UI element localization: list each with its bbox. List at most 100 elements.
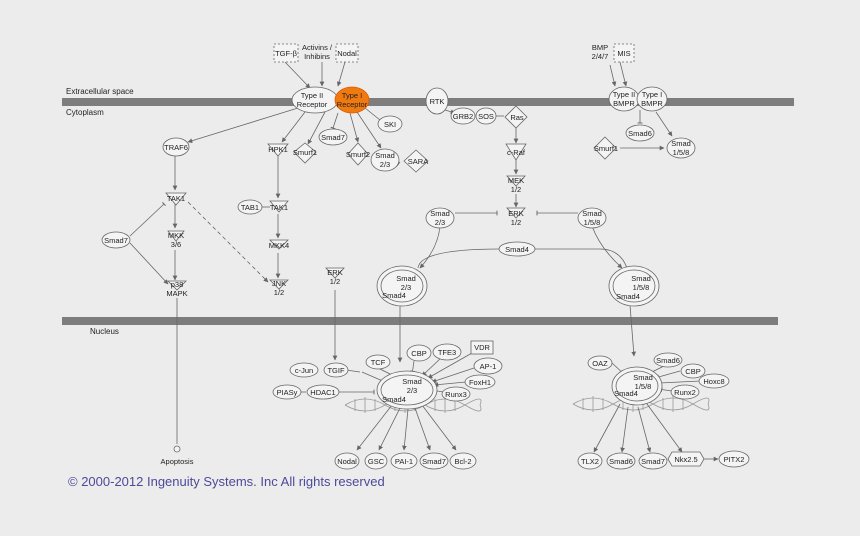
smad7-target-node[interactable] — [419, 452, 449, 470]
nuclear-membrane — [62, 317, 778, 325]
mkk36-label-1: MKK — [168, 231, 184, 240]
apoptosis-label: Apoptosis — [161, 457, 194, 466]
smad158-mid-node[interactable] — [577, 207, 607, 229]
cjun-node[interactable] — [289, 362, 319, 378]
pathway-nodes — [101, 43, 750, 470]
smurf2-node[interactable] — [347, 142, 369, 166]
nucleus-left-label-3: Smad4 — [382, 395, 406, 404]
smurf1-mid-node[interactable] — [293, 142, 317, 164]
smad7-target-label: Smad7 — [422, 457, 446, 466]
smad6-target-node[interactable] — [606, 452, 636, 470]
pai1-node[interactable] — [390, 452, 418, 470]
smad-nucleus-right-outer[interactable] — [611, 366, 663, 406]
foxh1-node[interactable] — [464, 374, 496, 390]
smad7-target-right-node[interactable] — [638, 452, 668, 470]
nucleus-label: Nucleus — [90, 327, 119, 336]
smad-complex-left-outer[interactable] — [376, 265, 428, 307]
smad158-top-node[interactable] — [666, 137, 696, 159]
vdr-node[interactable] — [470, 340, 494, 355]
oaz-node[interactable] — [587, 355, 613, 371]
cbp-left-node[interactable] — [406, 344, 432, 362]
smad23-mid-node[interactable] — [425, 207, 455, 229]
tcf-node[interactable] — [365, 354, 391, 370]
mkk4-node[interactable] — [269, 239, 289, 250]
mek-node[interactable] — [506, 175, 526, 187]
smad-nucleus-left-outer[interactable] — [376, 370, 438, 410]
tgfb-node[interactable] — [273, 43, 299, 63]
mis-node[interactable] — [613, 43, 635, 63]
p38-label-1: p38 — [171, 280, 184, 289]
smad4-mid-node[interactable] — [498, 241, 536, 257]
pai1-label: PAI-1 — [395, 457, 413, 466]
ski-node[interactable] — [377, 115, 403, 133]
complex-left-label-3: Smad4 — [382, 291, 406, 300]
type1-label-1: Type I — [342, 91, 362, 100]
ski-label: SKI — [384, 120, 396, 129]
mkk36-node[interactable] — [167, 230, 185, 242]
erk-left-node[interactable] — [325, 267, 345, 279]
piasy-node[interactable] — [272, 384, 302, 400]
mek-label-2: 1/2 — [511, 185, 521, 194]
complex-left-label-1: Smad — [396, 274, 416, 283]
nodal-ligand-node[interactable] — [335, 43, 359, 63]
bmpr1-node[interactable] — [636, 86, 668, 112]
hoxc8-label: Hoxc8 — [703, 377, 724, 386]
grb2-node[interactable] — [450, 107, 476, 125]
tak1-left-node[interactable] — [165, 192, 187, 206]
hoxc8-node[interactable] — [698, 373, 730, 389]
tak1-mid-node[interactable] — [269, 200, 289, 213]
cytoplasm-label: Cytoplasm — [66, 108, 104, 117]
foxh1-label: FoxH1 — [469, 378, 491, 387]
apoptosis-node[interactable] — [173, 445, 181, 453]
tgif-node[interactable] — [323, 362, 349, 378]
smad7-top-label: Smad7 — [321, 133, 345, 142]
traf6-node[interactable] — [162, 137, 190, 157]
smad-complex-left-inner — [380, 269, 424, 303]
nkx25-node[interactable] — [667, 451, 705, 467]
runx2-node[interactable] — [670, 384, 700, 400]
ap1-label: AP-1 — [480, 362, 497, 371]
extracellular-label: Extracellular space — [66, 87, 134, 96]
pitx2-node[interactable] — [718, 450, 750, 468]
smad158-mid-label-1: Smad — [582, 209, 602, 218]
p38-node[interactable] — [167, 280, 187, 291]
bcl2-node[interactable] — [449, 452, 477, 470]
nodal-target-node[interactable] — [334, 452, 360, 470]
tfe3-node[interactable] — [432, 343, 462, 361]
smad6-nucleus-node[interactable] — [653, 352, 683, 368]
type2-label-1: Type II — [301, 91, 324, 100]
runx2-label: Runx2 — [674, 388, 696, 397]
ras-node[interactable] — [504, 105, 528, 129]
smad7-left-node[interactable] — [101, 231, 131, 249]
smad7-top-node[interactable] — [318, 128, 348, 146]
jnk-label-2: 1/2 — [274, 288, 284, 297]
type1-receptor-node[interactable] — [334, 86, 370, 114]
sos-node[interactable] — [475, 107, 497, 125]
cbp-right-node[interactable] — [680, 363, 706, 379]
ap1-node[interactable] — [473, 357, 503, 375]
jnk-node[interactable] — [269, 279, 289, 290]
runx3-node[interactable] — [441, 386, 471, 402]
smad23-mid-label-2: 2/3 — [435, 218, 445, 227]
bmpr2-label-2: BMPR — [613, 99, 635, 108]
smad7-left-label: Smad7 — [104, 236, 128, 245]
complex-right-label-3: Smad4 — [616, 292, 640, 301]
rtk-node[interactable] — [425, 87, 449, 115]
tab1-node[interactable] — [237, 199, 263, 215]
tcf-label: TCF — [371, 358, 386, 367]
erk-mid-node[interactable] — [506, 207, 526, 219]
hpk1-node[interactable] — [267, 143, 289, 157]
hdac1-node[interactable] — [306, 384, 340, 400]
smad6-top-node[interactable] — [625, 124, 655, 142]
nucleus-left-label-1: Smad — [402, 377, 422, 386]
smurf1-right-node[interactable] — [593, 136, 617, 160]
tak1-mid-label: TAK1 — [270, 203, 288, 212]
tlx2-node[interactable] — [577, 452, 603, 470]
sara-node[interactable] — [403, 149, 429, 173]
grb2-label: GRB2 — [453, 112, 473, 121]
gsc-node[interactable] — [364, 452, 388, 470]
craf-node[interactable] — [505, 143, 527, 161]
smad23-top-node[interactable] — [370, 148, 400, 172]
smad-complex-right-outer[interactable] — [608, 265, 660, 307]
